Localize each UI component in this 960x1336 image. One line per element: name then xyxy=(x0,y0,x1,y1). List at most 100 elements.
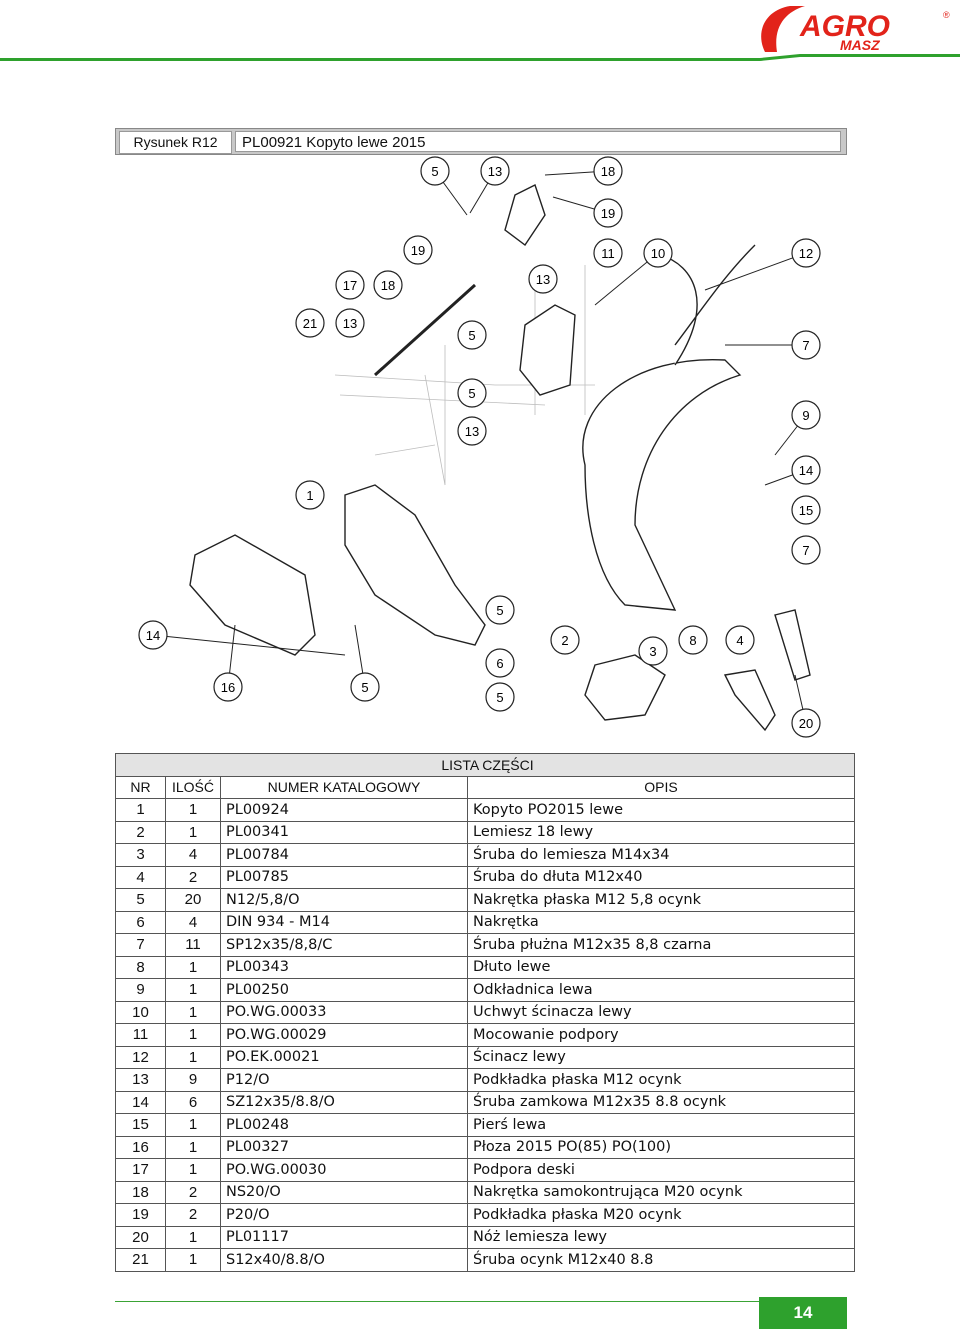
leader-line xyxy=(704,252,807,291)
callout-bubble xyxy=(791,535,821,565)
callout-number: 6 xyxy=(496,656,503,671)
callout-number: 20 xyxy=(799,716,813,731)
part-nr: 16 xyxy=(115,1135,166,1159)
callout-number: 18 xyxy=(381,278,395,293)
part-catalog-number: P12/O xyxy=(220,1068,468,1092)
part-qty: 20 xyxy=(165,888,221,912)
part-nr: 21 xyxy=(115,1248,166,1272)
callout-bubble xyxy=(791,238,821,268)
page-number: 14 xyxy=(759,1297,847,1329)
part-description: Śruba do lemiesza M14x34 xyxy=(467,843,855,867)
callout-bubble xyxy=(791,495,821,525)
part-qty: 1 xyxy=(165,1000,221,1024)
part-qty: 11 xyxy=(165,933,221,957)
part-nr: 18 xyxy=(115,1180,166,1204)
part-description: Kopyto PO2015 lewe xyxy=(467,798,855,822)
part-qty: 1 xyxy=(165,798,221,822)
callout-number: 8 xyxy=(689,633,696,648)
part-nr: 15 xyxy=(115,1113,166,1137)
part-catalog-number: PL00343 xyxy=(220,955,468,979)
part-catalog-number: SP12x35/8,8/C xyxy=(220,933,468,957)
part-qty: 1 xyxy=(165,1023,221,1047)
callout-bubble xyxy=(420,156,450,186)
callout-bubble xyxy=(678,625,708,655)
callout-bubble xyxy=(791,708,821,738)
part-catalog-number: SZ12x35/8.8/O xyxy=(220,1090,468,1114)
part-description: Śruba zamkowa M12x35 8.8 ocynk xyxy=(467,1090,855,1114)
part-catalog-number: PL00248 xyxy=(220,1113,468,1137)
callout-number: 13 xyxy=(343,316,357,331)
moldboard-part xyxy=(582,244,756,611)
callout-bubble xyxy=(791,330,821,360)
callout-number: 13 xyxy=(488,164,502,179)
part-nr: 1 xyxy=(115,798,166,822)
callout-number: 21 xyxy=(303,316,317,331)
part-qty: 1 xyxy=(165,1135,221,1159)
header-desc: OPIS xyxy=(467,775,855,799)
part-catalog-number: PO.WG.00030 xyxy=(220,1158,468,1182)
callout-number: 2 xyxy=(561,633,568,648)
part-catalog-number: PO.WG.00029 xyxy=(220,1023,468,1047)
part-description: Płoza 2015 PO(85) PO(100) xyxy=(467,1135,855,1159)
callout-bubble xyxy=(373,270,403,300)
share-and-point-parts xyxy=(584,609,811,732)
part-nr: 19 xyxy=(115,1203,166,1227)
callout-bubble xyxy=(138,620,168,650)
part-description: Pierś lewa xyxy=(467,1113,855,1137)
agromasz-logo: AGRO MASZ ® xyxy=(761,6,950,53)
part-description: Nakrętka płaska M12 5,8 ocynk xyxy=(467,888,855,912)
callout-bubble xyxy=(485,648,515,678)
callout-number: 5 xyxy=(468,386,475,401)
part-nr: 8 xyxy=(115,955,166,979)
header-nr: NR xyxy=(115,775,166,799)
callout-bubble xyxy=(528,264,558,294)
part-qty: 1 xyxy=(165,820,221,844)
header-green-line xyxy=(0,54,960,61)
callout-bubble xyxy=(593,238,623,268)
part-catalog-number: PL00785 xyxy=(220,865,468,889)
callout-bubble xyxy=(335,308,365,338)
callout-number: 16 xyxy=(221,680,235,695)
part-catalog-number: PO.EK.00021 xyxy=(220,1045,468,1069)
part-nr: 13 xyxy=(115,1068,166,1092)
callout-bubble xyxy=(791,455,821,485)
part-qty: 2 xyxy=(165,1180,221,1204)
part-description: Mocowanie podpory xyxy=(467,1023,855,1047)
part-nr: 4 xyxy=(115,865,166,889)
svg-text:®: ® xyxy=(943,10,950,20)
part-qty: 1 xyxy=(165,1158,221,1182)
callout-number: 5 xyxy=(468,328,475,343)
parts-list-caption: LISTA CZĘŚCI xyxy=(115,753,855,777)
part-qty: 6 xyxy=(165,1090,221,1114)
callout-number: 4 xyxy=(736,633,743,648)
callout-bubble xyxy=(485,682,515,712)
part-catalog-number: DIN 934 - M14 xyxy=(220,910,468,934)
header-catalog: NUMER KATALOGOWY xyxy=(220,775,468,799)
part-description: Ścinacz lewy xyxy=(467,1045,855,1069)
callout-number: 9 xyxy=(802,408,809,423)
callout-number: 7 xyxy=(802,338,809,353)
part-qty: 1 xyxy=(165,1225,221,1249)
callout-number: 3 xyxy=(649,644,656,659)
part-description: Śruba do dłuta M12x40 xyxy=(467,865,855,889)
callout-number: 1 xyxy=(306,488,313,503)
part-catalog-number: PL01117 xyxy=(220,1225,468,1249)
part-nr: 3 xyxy=(115,843,166,867)
callout-bubble xyxy=(295,308,325,338)
callout-bubble xyxy=(485,595,515,625)
part-nr: 9 xyxy=(115,978,166,1002)
part-qty: 1 xyxy=(165,1248,221,1272)
part-catalog-number: PL00250 xyxy=(220,978,468,1002)
part-nr: 12 xyxy=(115,1045,166,1069)
